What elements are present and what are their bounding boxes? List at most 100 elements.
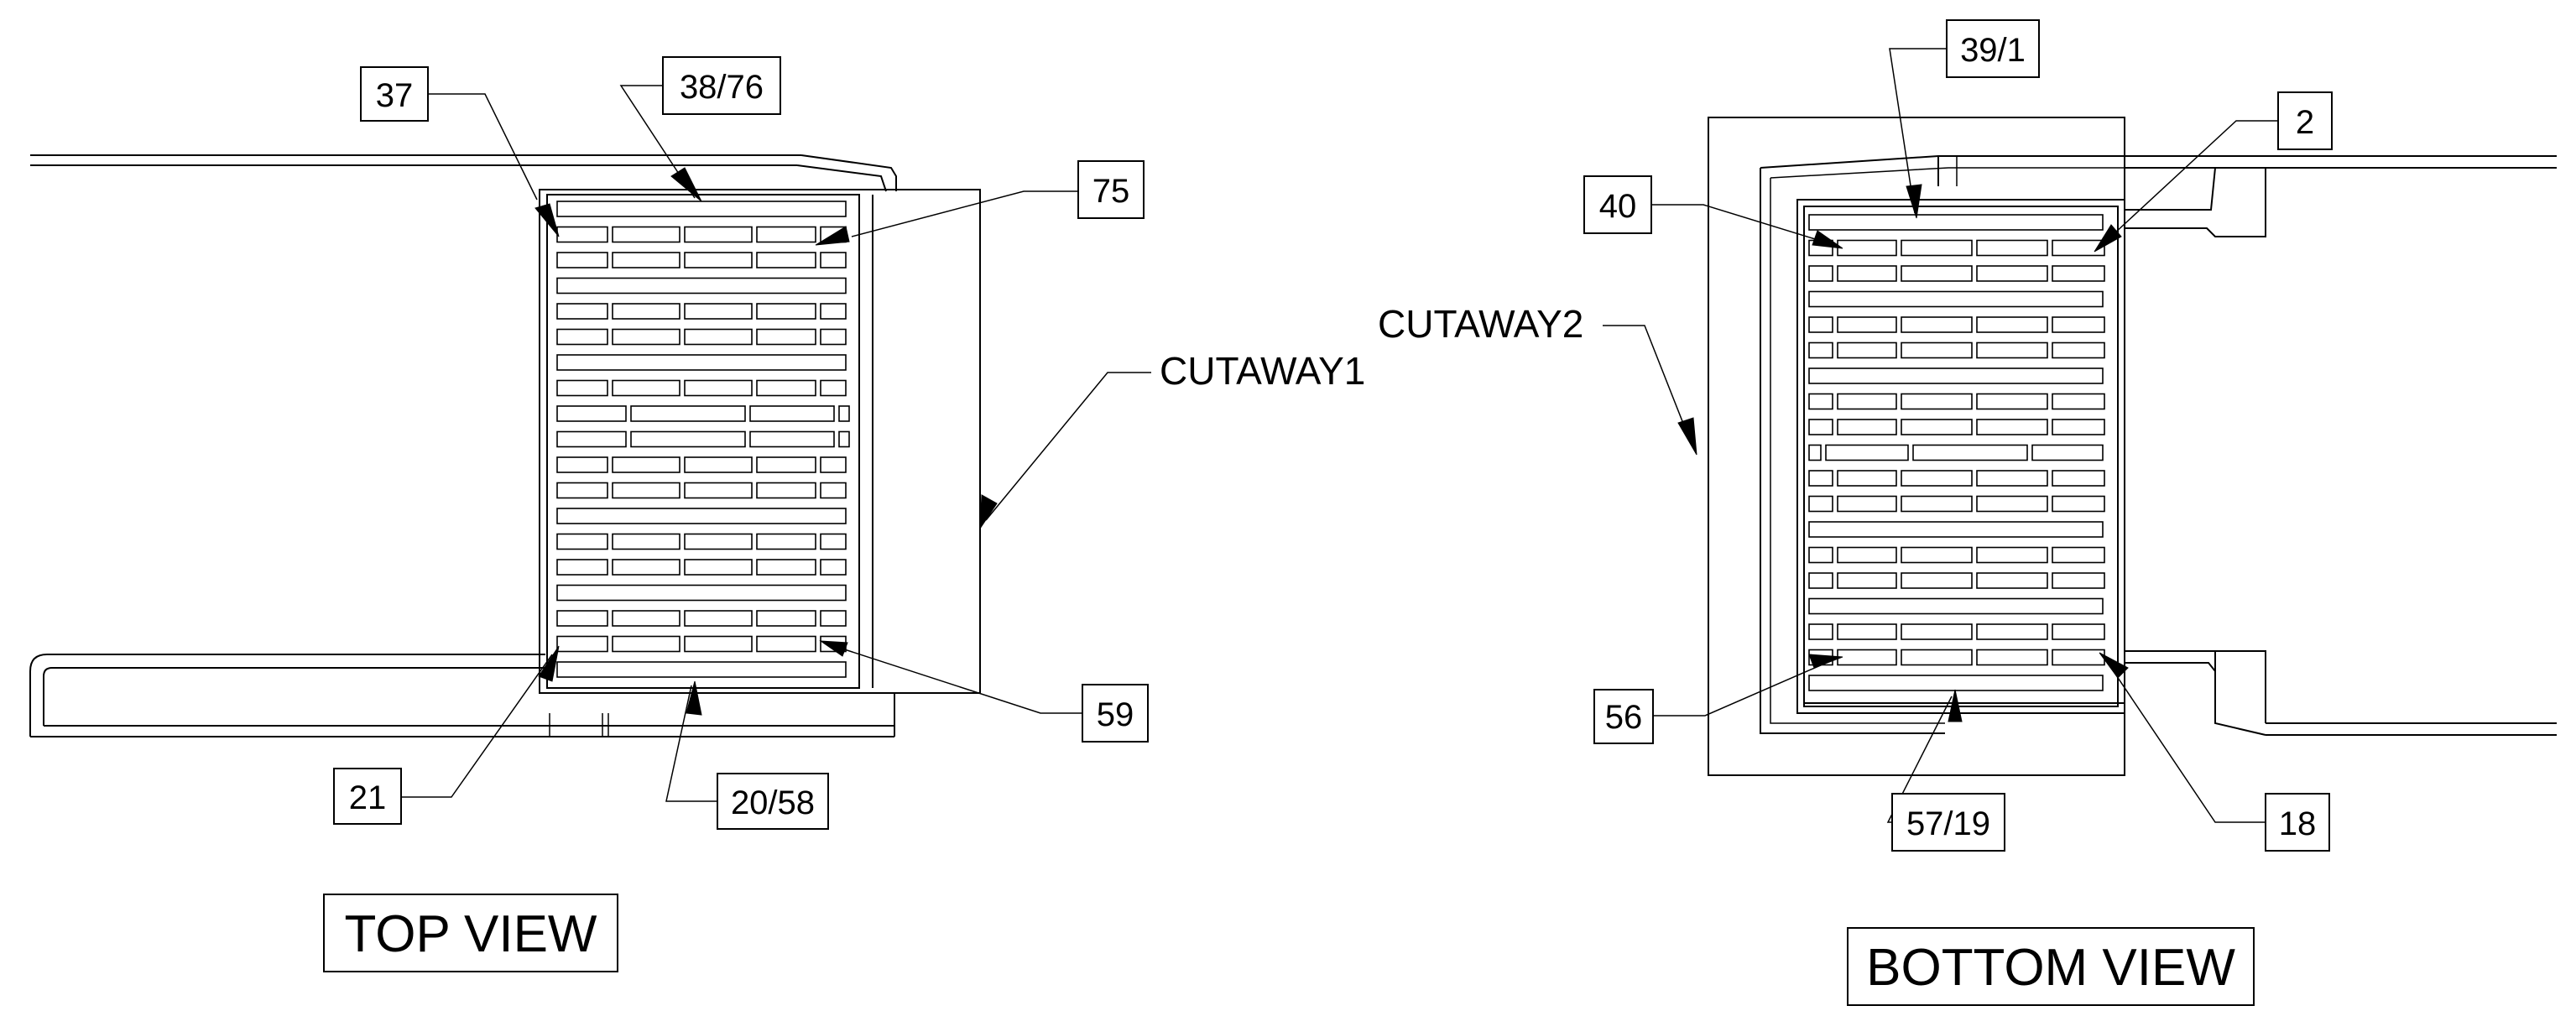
top-slot bbox=[556, 584, 847, 602]
top-cavity bbox=[684, 559, 753, 576]
callout-38-76: 38/76 bbox=[662, 56, 781, 115]
top-cavity bbox=[838, 405, 850, 422]
top-cavity bbox=[612, 226, 681, 243]
bottom-cavity bbox=[1837, 649, 1897, 666]
bottom-cavity bbox=[2052, 546, 2105, 564]
callout-37: 37 bbox=[360, 66, 429, 122]
svg-text:39/1: 39/1 bbox=[1960, 32, 2026, 69]
bottom-cavity bbox=[1901, 572, 1973, 589]
bottom-cavity bbox=[1837, 393, 1897, 410]
top-cavity bbox=[556, 482, 608, 499]
leader-lines bbox=[401, 48, 2278, 823]
top-cavity bbox=[556, 303, 608, 320]
top-cavity bbox=[756, 226, 816, 243]
top-cavity bbox=[556, 379, 608, 397]
top-cavity bbox=[820, 559, 847, 576]
bottom-cavity bbox=[1901, 546, 1973, 564]
top-upper-rail bbox=[30, 154, 897, 192]
svg-text:TOP VIEW: TOP VIEW bbox=[345, 905, 597, 963]
bottom-cavity bbox=[1901, 316, 1973, 333]
top-cavity bbox=[684, 482, 753, 499]
bottom-cavity bbox=[1901, 419, 1973, 435]
bottom-cavity bbox=[1808, 341, 1833, 359]
top-cavity bbox=[756, 456, 816, 473]
bottom-cavity bbox=[1808, 623, 1833, 640]
top-cavity bbox=[612, 533, 681, 550]
bottom-cavity bbox=[1837, 316, 1897, 333]
top-cavity bbox=[756, 482, 816, 499]
bottom-cavity bbox=[1808, 419, 1833, 435]
bottom-slot bbox=[1808, 290, 2104, 308]
bottom-view-title: BOTTOM VIEW bbox=[1847, 927, 2255, 1006]
top-cavity-grid bbox=[556, 201, 850, 678]
svg-text:38/76: 38/76 bbox=[680, 69, 764, 106]
top-cavity bbox=[756, 328, 816, 346]
top-cavity bbox=[756, 635, 816, 653]
top-cavity bbox=[556, 559, 608, 576]
svg-text:2: 2 bbox=[2296, 104, 2314, 141]
bottom-cavity bbox=[1901, 341, 1973, 359]
bottom-cavity bbox=[2052, 316, 2105, 333]
top-slot bbox=[556, 201, 847, 217]
bottom-cavity bbox=[1837, 419, 1897, 435]
top-cavity bbox=[612, 635, 681, 653]
top-cavity bbox=[612, 456, 681, 473]
bottom-cavity bbox=[1808, 546, 1833, 564]
bottom-cavity bbox=[1837, 546, 1897, 564]
bottom-cavity bbox=[1976, 546, 2048, 564]
svg-text:57/19: 57/19 bbox=[1906, 805, 1990, 842]
top-cavity bbox=[684, 635, 753, 653]
bottom-cavity bbox=[1912, 444, 2028, 461]
callout-21: 21 bbox=[333, 768, 402, 825]
bottom-cavity bbox=[2052, 393, 2105, 410]
svg-text:59: 59 bbox=[1097, 696, 1134, 733]
bottom-cavity bbox=[2052, 495, 2105, 513]
bottom-cavity bbox=[1837, 341, 1897, 359]
top-cavity bbox=[820, 610, 847, 627]
callout-2: 2 bbox=[2277, 91, 2333, 150]
bottom-slot bbox=[1808, 367, 2104, 384]
top-cavity bbox=[684, 533, 753, 550]
top-cavity bbox=[756, 252, 816, 268]
bottom-cavity bbox=[1837, 265, 1897, 282]
top-cavity bbox=[820, 379, 847, 397]
top-cavity bbox=[756, 610, 816, 627]
bottom-slot bbox=[1808, 521, 2104, 538]
top-cavity bbox=[684, 328, 753, 346]
top-view-drawing bbox=[29, 154, 981, 737]
top-cavity bbox=[749, 405, 835, 422]
bottom-cavity bbox=[2052, 470, 2105, 487]
top-cavity bbox=[612, 303, 681, 320]
top-slot bbox=[556, 508, 847, 524]
top-cavity bbox=[556, 328, 608, 346]
top-cavity bbox=[684, 379, 753, 397]
bottom-cavity bbox=[1976, 265, 2048, 282]
callout-56: 56 bbox=[1593, 689, 1654, 744]
top-cavity bbox=[684, 456, 753, 473]
top-cavity bbox=[756, 533, 816, 550]
svg-text:40: 40 bbox=[1599, 188, 1637, 225]
bottom-cavity bbox=[2052, 341, 2105, 359]
bottom-cavity bbox=[1976, 470, 2048, 487]
top-lower-rail bbox=[29, 654, 895, 737]
top-cavity bbox=[630, 405, 746, 422]
bottom-cavity bbox=[1976, 419, 2048, 435]
top-cavity bbox=[556, 533, 608, 550]
top-cavity bbox=[612, 379, 681, 397]
bottom-cavity bbox=[1808, 265, 1833, 282]
svg-text:20/58: 20/58 bbox=[731, 784, 815, 821]
top-cavity bbox=[684, 252, 753, 268]
bottom-cavity bbox=[1901, 239, 1973, 257]
bottom-cavity bbox=[2052, 419, 2105, 435]
top-cavity bbox=[820, 533, 847, 550]
bottom-cavity bbox=[1808, 393, 1833, 410]
top-cavity bbox=[612, 482, 681, 499]
bottom-lower-rail bbox=[2125, 650, 2557, 736]
bottom-cavity bbox=[1976, 239, 2048, 257]
bottom-housing-inner bbox=[1803, 206, 2119, 707]
bottom-cavity bbox=[2052, 572, 2105, 589]
bottom-cavity bbox=[1837, 470, 1897, 487]
top-cavity bbox=[756, 559, 816, 576]
callout-75: 75 bbox=[1077, 160, 1145, 219]
